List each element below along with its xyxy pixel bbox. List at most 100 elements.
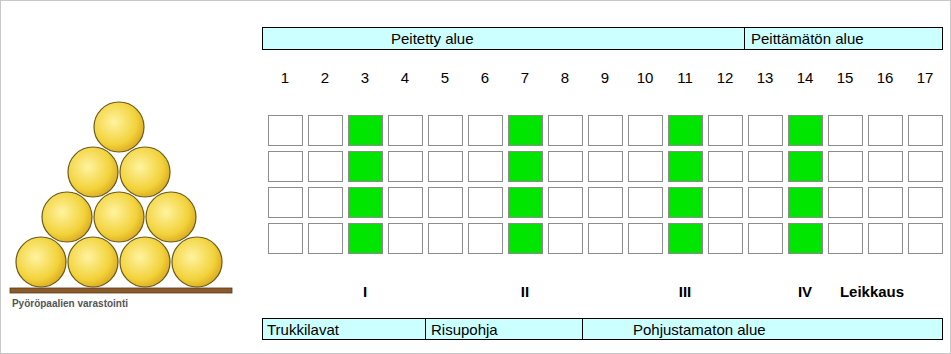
bale-cell <box>749 152 783 182</box>
aisle-cell <box>669 152 703 182</box>
bale-cell <box>309 224 343 254</box>
column-number: 3 <box>361 70 369 85</box>
bale-cell <box>709 152 743 182</box>
bale-cell <box>909 152 943 182</box>
bale-cell <box>309 116 343 146</box>
round-bale <box>68 147 118 197</box>
column-number: 4 <box>401 70 409 85</box>
area-band: Peittämätön alue <box>744 27 943 50</box>
bale-cell <box>829 188 863 218</box>
aisle-cell <box>789 224 823 254</box>
round-bale <box>68 237 118 287</box>
column-number: 10 <box>637 70 654 85</box>
area-band: Peitetty alue <box>262 27 745 50</box>
bale-cell <box>909 116 943 146</box>
aisle-cell <box>789 152 823 182</box>
section-numeral: I <box>363 284 367 299</box>
aisle-cell <box>509 224 543 254</box>
round-bale <box>42 192 92 242</box>
bale-cell <box>469 152 503 182</box>
bale-cell <box>549 188 583 218</box>
aisle-cell <box>789 116 823 146</box>
aisle-cell <box>349 116 383 146</box>
bale-cell <box>749 116 783 146</box>
column-number: 8 <box>561 70 569 85</box>
column-number: 13 <box>757 70 774 85</box>
round-bale <box>120 147 170 197</box>
section-numeral: II <box>521 284 529 299</box>
illustration-caption: Pyöröpaalien varastointi <box>12 299 128 309</box>
bale-cell <box>829 224 863 254</box>
bale-cell <box>869 224 903 254</box>
column-number: 9 <box>601 70 609 85</box>
aisle-cell <box>349 224 383 254</box>
bale-cell <box>429 152 463 182</box>
bale-cell <box>269 152 303 182</box>
bale-cell <box>429 188 463 218</box>
section-numeral: III <box>679 284 692 299</box>
area-name: Pohjustamaton alue <box>633 322 766 337</box>
bale-cell <box>629 152 663 182</box>
bale-cell <box>709 224 743 254</box>
aisle-cell <box>349 188 383 218</box>
bale-cell <box>749 188 783 218</box>
bale-cell <box>869 116 903 146</box>
storage-grid <box>269 116 943 254</box>
bale-cell <box>909 188 943 218</box>
bale-stack <box>10 102 232 293</box>
ground-strip <box>10 288 232 293</box>
area-name: Risupohja <box>431 322 498 337</box>
bale-cell <box>389 116 423 146</box>
bale-cell <box>749 224 783 254</box>
aisle-cell <box>509 116 543 146</box>
bale-cell <box>709 188 743 218</box>
round-bale <box>16 237 66 287</box>
section-label: Leikkaus <box>840 284 904 299</box>
bale-cell <box>909 224 943 254</box>
bale-cell <box>269 188 303 218</box>
bale-cell <box>829 116 863 146</box>
round-bale <box>120 237 170 287</box>
bale-cell <box>269 116 303 146</box>
bale-cell <box>269 224 303 254</box>
bale-cell <box>549 224 583 254</box>
bale-cell <box>469 188 503 218</box>
bale-cell <box>709 116 743 146</box>
round-bale <box>146 192 196 242</box>
column-number: 6 <box>481 70 489 85</box>
column-number: 16 <box>877 70 894 85</box>
round-bale <box>94 102 144 152</box>
round-bale <box>172 237 222 287</box>
bale-cell <box>469 224 503 254</box>
bale-cell <box>549 116 583 146</box>
round-bale <box>94 192 144 242</box>
bale-cell <box>469 116 503 146</box>
bale-cell <box>589 116 623 146</box>
aisle-cell <box>349 152 383 182</box>
area-band: Pohjustamaton alue <box>582 318 943 340</box>
aisle-cell <box>789 188 823 218</box>
area-band: Trukkilavat <box>262 318 426 340</box>
area-name: Trukkilavat <box>267 322 339 337</box>
bale-cell <box>389 188 423 218</box>
bale-cell <box>629 224 663 254</box>
column-number: 15 <box>837 70 854 85</box>
aisle-cell <box>509 188 543 218</box>
column-number: 5 <box>441 70 449 85</box>
aisle-cell <box>669 188 703 218</box>
column-number: 2 <box>321 70 329 85</box>
column-number: 1 <box>281 70 289 85</box>
bale-cell <box>629 188 663 218</box>
bale-cell <box>309 152 343 182</box>
bale-cell <box>549 152 583 182</box>
bale-cell <box>869 152 903 182</box>
area-name: Peitetty alue <box>391 31 474 46</box>
bale-cell <box>389 224 423 254</box>
bale-cell <box>429 224 463 254</box>
column-number: 12 <box>717 70 734 85</box>
bale-cell <box>389 152 423 182</box>
bale-cell <box>829 152 863 182</box>
column-number: 7 <box>521 70 529 85</box>
